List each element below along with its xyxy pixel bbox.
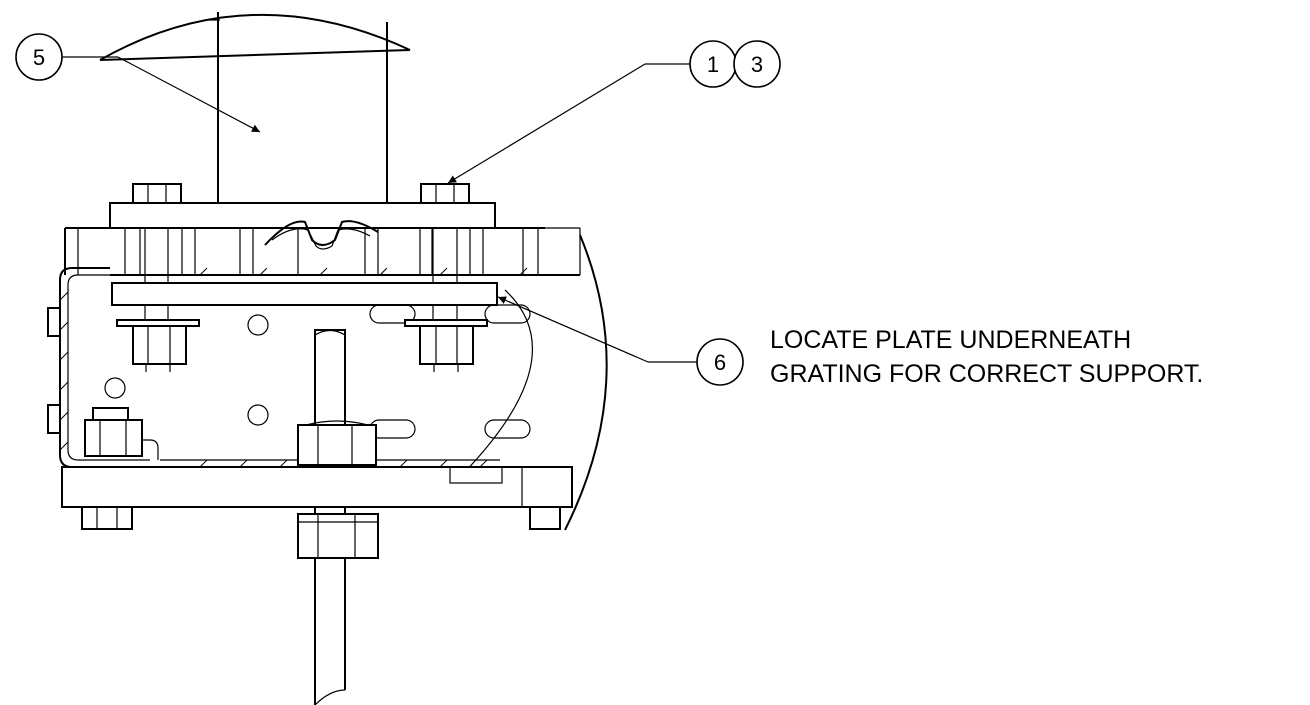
svg-text:6: 6 [714, 350, 726, 375]
bottom-plate [61, 466, 573, 508]
svg-text:1: 1 [707, 52, 719, 77]
installation-note: LOCATE PLATE UNDERNEATH GRATING FOR CORR… [770, 323, 1203, 391]
cap-dome [99, 13, 411, 61]
top-plate [109, 202, 496, 229]
bottom-bolts [81, 506, 561, 530]
cutaway-edge [564, 234, 608, 531]
bottom-nut-rod [297, 507, 379, 705]
balloon-6: 6 [696, 338, 744, 386]
balloon-1: 1 [689, 40, 737, 88]
note-line-1: LOCATE PLATE UNDERNEATH [770, 326, 1132, 354]
svg-text:5: 5 [33, 45, 45, 70]
centre-rod [297, 329, 377, 466]
leader-6 [497, 296, 697, 363]
vertical-post [217, 12, 388, 203]
balloon-5: 5 [15, 33, 63, 81]
washer-nut-left [116, 319, 200, 372]
channel-slots [104, 304, 531, 439]
locating-plate [111, 282, 498, 306]
leader-1-3 [447, 63, 690, 184]
balloon-3: 3 [733, 40, 781, 88]
grating [64, 220, 581, 275]
side-bolts [47, 307, 159, 460]
svg-text:3: 3 [751, 52, 763, 77]
leader-5 [62, 56, 261, 133]
top-bolt-left [132, 183, 182, 204]
washer-nut-right [404, 319, 488, 372]
note-line-2: GRATING FOR CORRECT SUPPORT. [770, 360, 1204, 388]
top-bolt-right [420, 183, 470, 204]
